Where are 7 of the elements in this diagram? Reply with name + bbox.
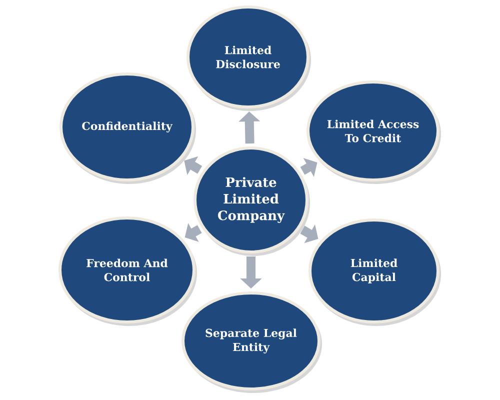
oval-node: Limited Capital [308,218,441,326]
oval-node: Limited Disclosure [186,6,311,111]
oval-node: Separate Legal Entity [182,292,322,393]
oval-node: Limited Access To Credit [306,80,441,184]
oval-node: Confidentiality [60,72,196,184]
oval-node: Private Limited Company [194,146,310,256]
oval-node: Freedom And Control [58,216,197,326]
